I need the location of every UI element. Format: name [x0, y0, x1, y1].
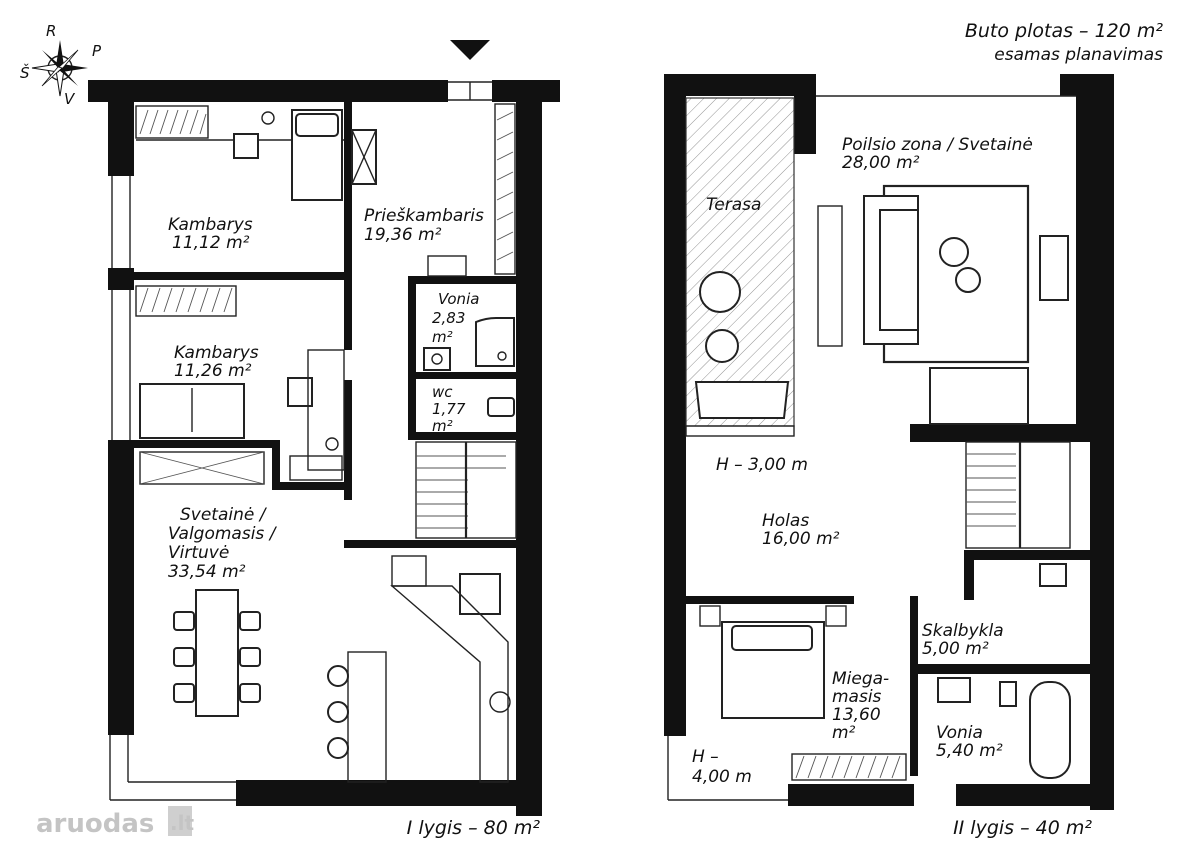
room-l1-bedroom2-area: 11,26 m²: [174, 361, 252, 381]
room-l2-hall-name: Holas: [762, 511, 809, 531]
plan-subtitle: esamas planavimas: [994, 45, 1163, 65]
room-l2-hall-area: 16,00 m²: [762, 529, 840, 549]
room-l1-bath-name: Vonia: [438, 290, 479, 308]
room-l2-bath-area: 5,40 m²: [936, 741, 1003, 761]
room-l2-bedroom-height-1: H –: [692, 747, 719, 767]
room-l2-bedroom-name-2: masis: [832, 687, 882, 707]
room-l1-wc-name: wc: [432, 383, 453, 401]
room-l1-bath-unit: m²: [432, 328, 453, 346]
room-l1-living-name-2: Valgomasis /: [168, 524, 278, 544]
compass-s-label: Š: [20, 63, 30, 82]
room-l1-living-area: 33,54 m²: [168, 562, 246, 582]
room-l1-bath-area: 2,83: [432, 309, 465, 327]
room-l2-terrace-name: Terasa: [706, 195, 761, 215]
compass-icon: [31, 40, 88, 97]
compass-e-label: P: [92, 42, 102, 60]
room-l2-laundry-area: 5,00 m²: [922, 639, 989, 659]
room-l1-bedroom1-area: 11,12 m²: [172, 233, 250, 253]
room-l1-wc-unit: m²: [432, 417, 453, 435]
room-l2-lounge-area: 28,00 m²: [842, 153, 920, 173]
level1-plan: [88, 80, 560, 816]
entrance-arrow-icon: [450, 40, 490, 60]
watermark-brand: aruodas: [36, 809, 154, 839]
apartment-area-title: Buto plotas – 120 m²: [965, 20, 1164, 42]
room-l1-hall-area: 19,36 m²: [364, 225, 442, 245]
room-l1-bedroom2-name: Kambarys: [174, 343, 259, 363]
room-l2-bedroom-unit: m²: [832, 723, 856, 743]
room-l2-bedroom-name-1: Miega-: [832, 669, 889, 689]
room-l2-laundry-name: Skalbykla: [922, 621, 1004, 641]
watermark-logo-icon: [168, 806, 192, 836]
room-l1-bedroom1-name: Kambarys: [168, 215, 253, 235]
room-l2-lounge-name: Poilsio zona / Svetainė: [842, 135, 1033, 155]
room-l2-hall-height: H – 3,00 m: [716, 455, 808, 475]
room-l2-bedroom-height-2: 4,00 m: [692, 767, 752, 787]
room-l1-living-name-3: Virtuvė: [168, 543, 229, 563]
compass-n-label: R: [46, 22, 56, 40]
room-l2-bath-name: Vonia: [936, 723, 983, 743]
room-l1-hall-name: Prieškambaris: [364, 206, 484, 226]
watermark-tld: .lt: [170, 811, 194, 835]
level2-plan: [664, 74, 1114, 810]
level2-caption: II lygis – 40 m²: [953, 817, 1092, 839]
room-l2-bedroom-area: 13,60: [832, 705, 881, 725]
level1-caption: I lygis – 80 m²: [407, 817, 541, 839]
room-l1-living-name-1: Svetainė /: [180, 505, 268, 525]
compass-w-label: V: [64, 90, 76, 108]
room-l1-wc-area: 1,77: [432, 400, 466, 418]
